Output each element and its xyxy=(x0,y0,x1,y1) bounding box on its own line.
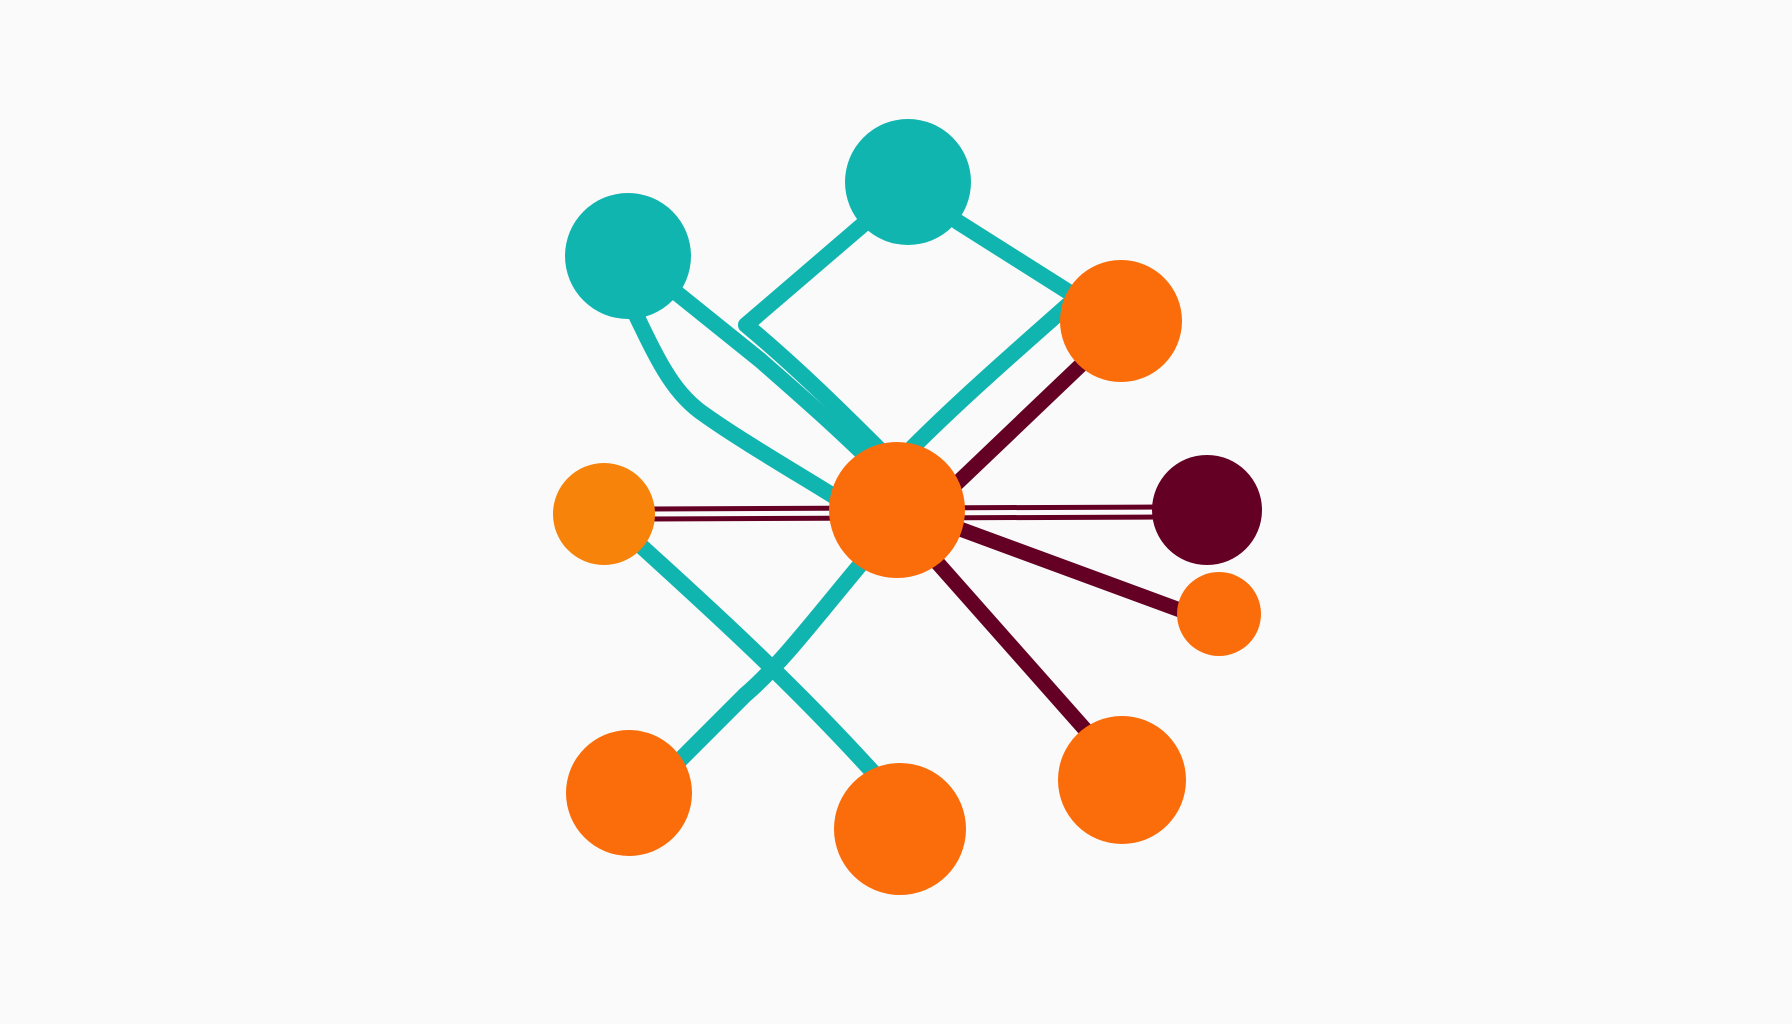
node-teal-top-left xyxy=(565,193,691,319)
edge-teal-top-center xyxy=(738,214,898,468)
edge-orange-top-right-center-teal xyxy=(904,297,1076,456)
node-orange-bottom-right xyxy=(1058,716,1186,844)
edges-layer xyxy=(628,214,1188,788)
edge-center-bottom-right xyxy=(927,552,1098,743)
edge-teal-top-left-center-b xyxy=(628,307,848,508)
node-orange-small-right xyxy=(1177,572,1261,656)
edge-teal-top-orange-top-right xyxy=(950,214,1083,304)
edge-orange-left-bottom-center xyxy=(632,537,888,788)
node-maroon-right xyxy=(1152,455,1262,565)
nodes-layer xyxy=(553,119,1262,895)
edge-orange-top-right-center-maroon xyxy=(944,354,1092,496)
node-orange-bottom-center xyxy=(834,763,966,895)
node-teal-top xyxy=(845,119,971,245)
node-orange-left xyxy=(553,463,655,565)
node-orange-top-right xyxy=(1060,260,1182,382)
edge-center-bottom-left xyxy=(667,557,868,773)
edge-center-small-right xyxy=(952,521,1188,618)
node-orange-bottom-left xyxy=(566,730,692,856)
node-orange-center xyxy=(829,442,965,578)
